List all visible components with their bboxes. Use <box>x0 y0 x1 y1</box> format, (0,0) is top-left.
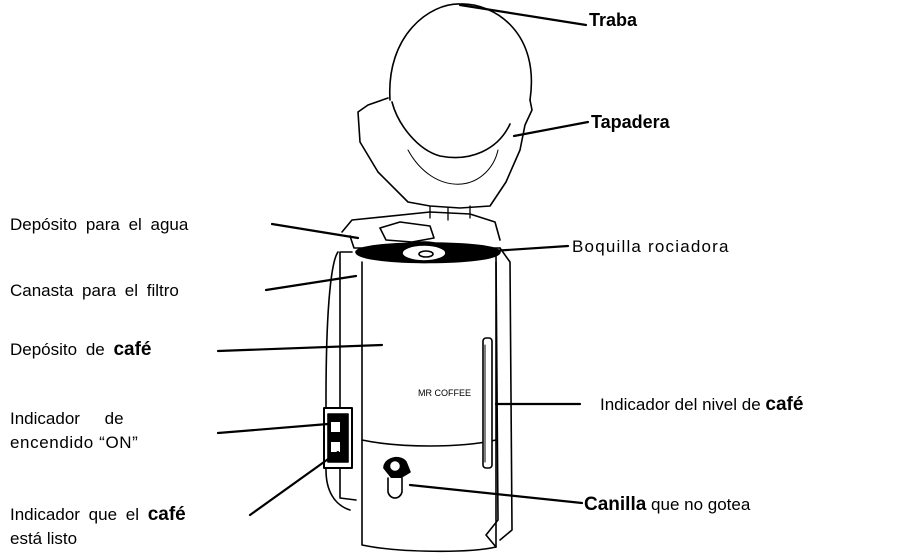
label-tapadera: Tapadera <box>591 112 670 132</box>
label-canilla-bold: Canilla <box>584 494 647 515</box>
label-deposito-cafe: Depósito de café <box>10 339 152 360</box>
brand-logo: MR COFFEE <box>418 388 471 398</box>
label-cafe-listo-2: está listo <box>10 529 78 548</box>
leader-canilla <box>408 483 584 505</box>
label-indicador-on-1: Indicador de <box>10 409 124 428</box>
label-deposito-cafe-text: Depósito de <box>10 340 105 359</box>
leader-deposito-cafe <box>216 343 384 353</box>
label-canasta: Canasta para el filtro <box>10 281 179 300</box>
lid <box>357 3 533 221</box>
leader-traba <box>458 3 588 27</box>
label-nivel-cafe-bold: café <box>765 394 804 415</box>
leader-deposito-agua <box>270 222 360 240</box>
label-indicador-on-2: encendido “ON” <box>10 433 139 452</box>
label-boquilla: Boquilla rociadora <box>572 237 730 256</box>
label-deposito-agua: Depósito para el agua <box>10 215 189 234</box>
label-deposito-cafe-bold: café <box>113 339 152 360</box>
urn-body <box>325 251 499 553</box>
leader-indicador-on <box>216 422 330 435</box>
label-cafe-listo-bold: café <box>147 504 186 525</box>
label-nivel-cafe: Indicador del nivel de café <box>600 394 803 415</box>
leader-listo <box>248 450 340 517</box>
label-traba: Traba <box>589 10 638 30</box>
label-canilla-text: que no gotea <box>651 495 751 514</box>
leader-boquilla <box>444 244 570 256</box>
leader-tapadera <box>512 120 590 138</box>
label-nivel-cafe-text: Indicador del nivel de <box>600 395 761 414</box>
spigot <box>383 456 411 499</box>
side-panel <box>482 247 513 541</box>
filter-basket <box>355 242 501 264</box>
label-canilla: Canilla que no gotea <box>584 494 750 515</box>
label-cafe-listo-text: Indicador que el <box>10 505 139 524</box>
label-cafe-listo-1: Indicador que el café <box>10 504 186 525</box>
leader-canasta <box>264 274 358 292</box>
